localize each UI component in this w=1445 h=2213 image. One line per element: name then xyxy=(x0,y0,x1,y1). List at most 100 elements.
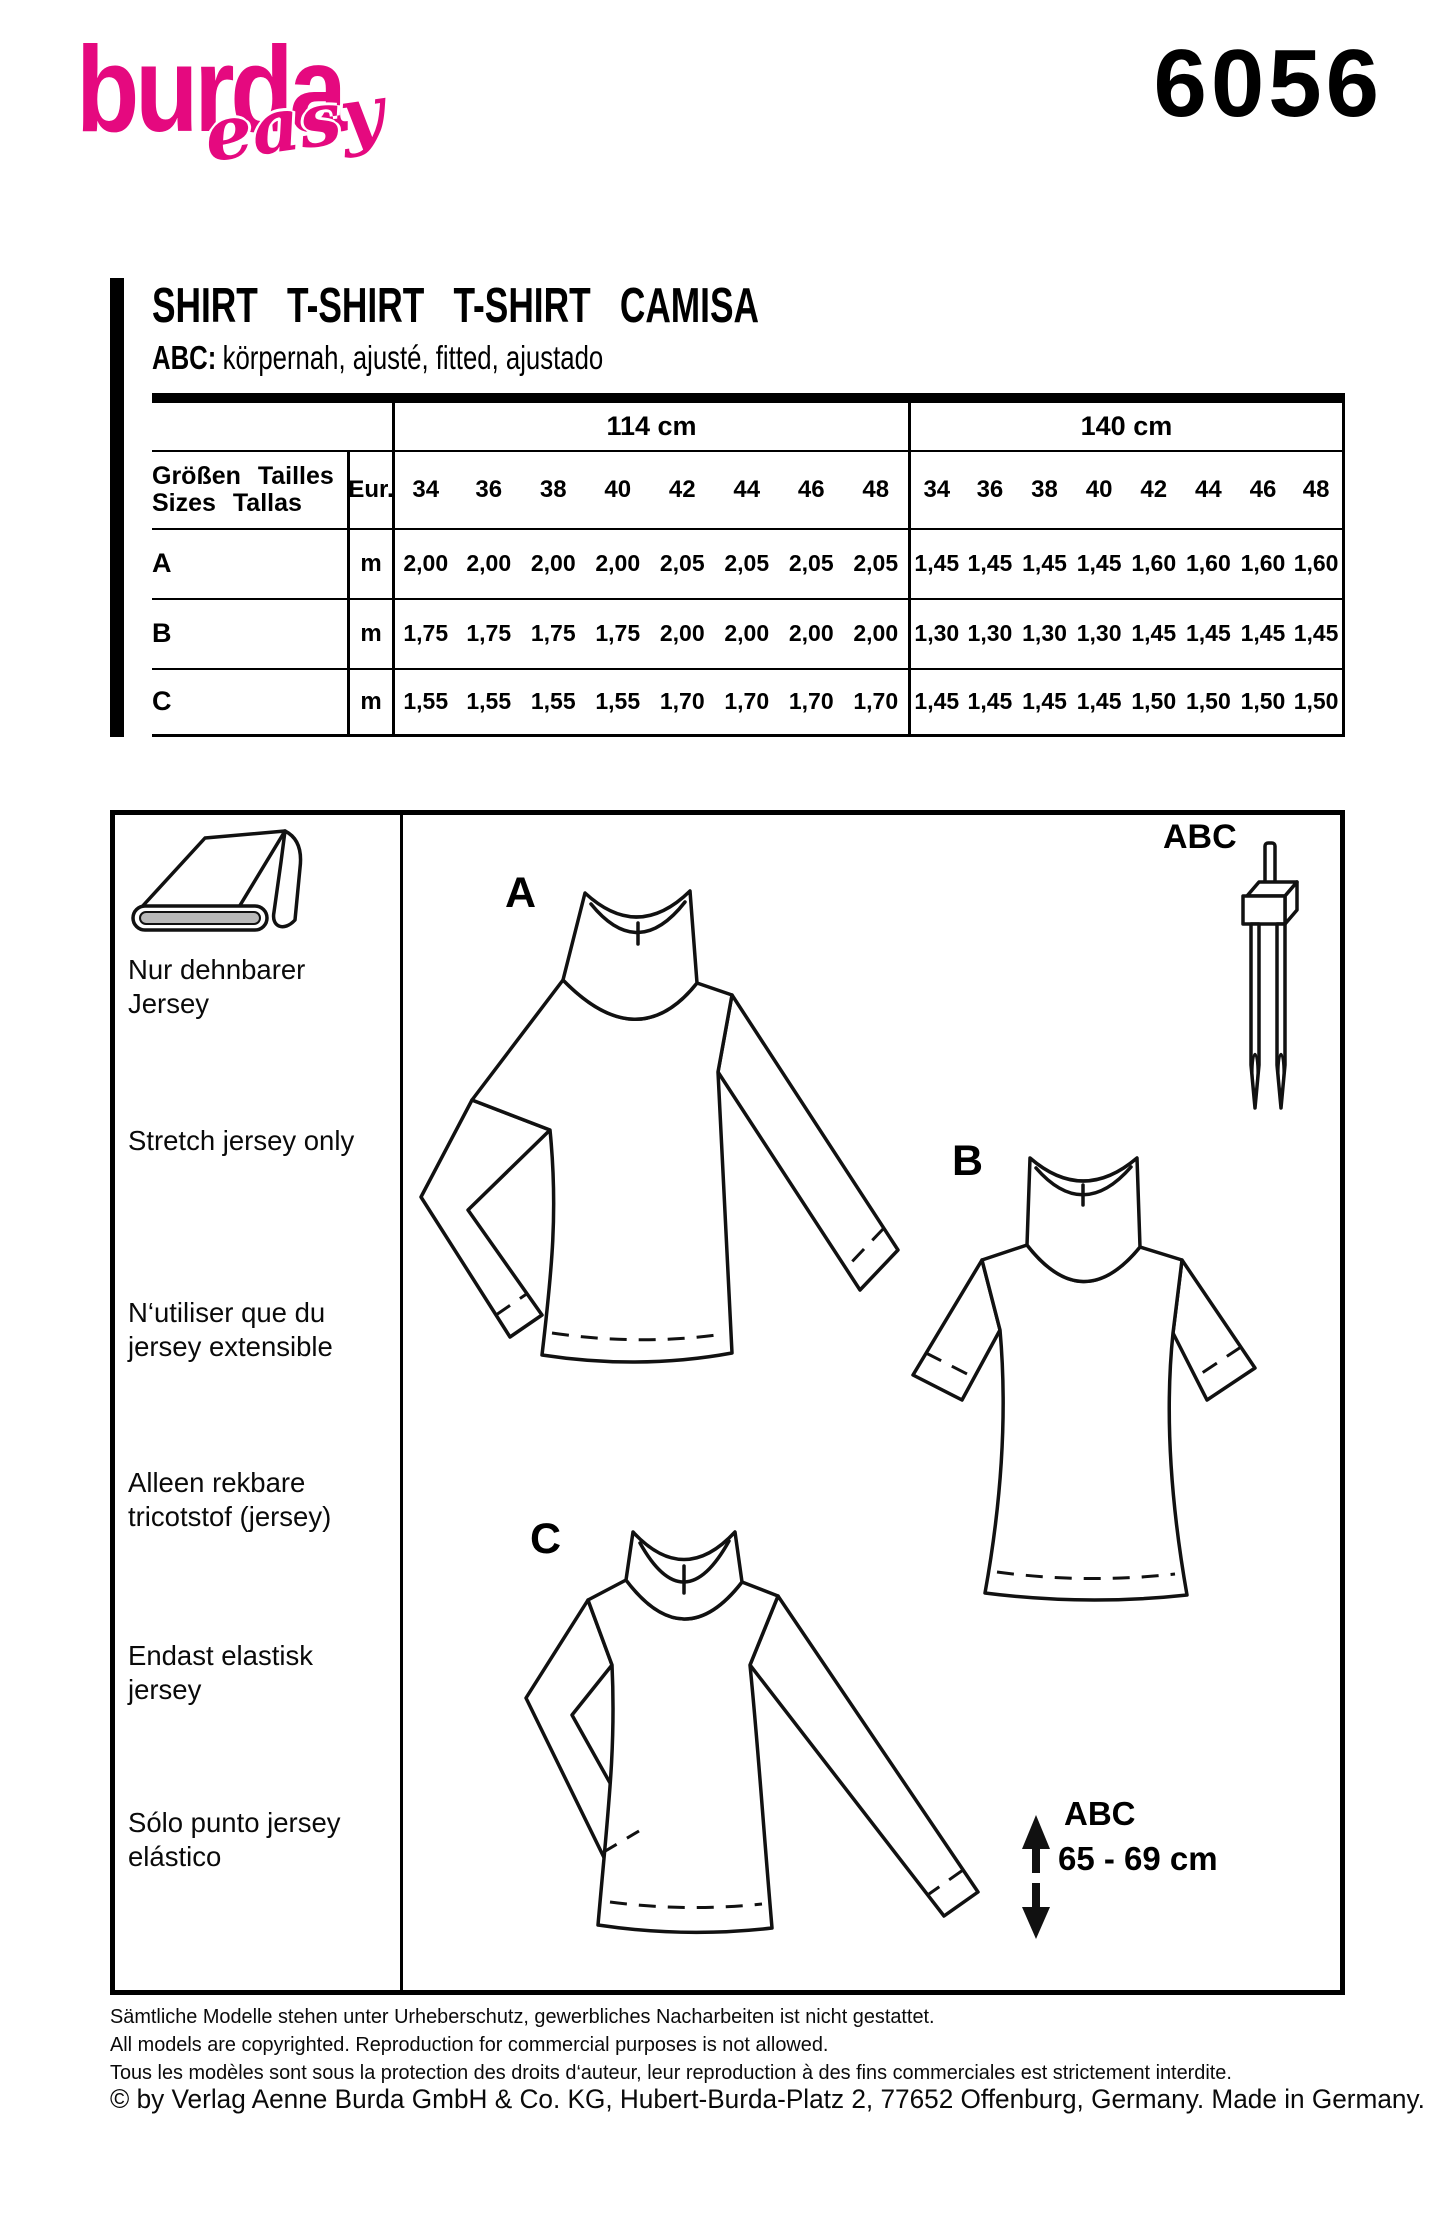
garment-a-drawing xyxy=(419,889,900,1364)
view-row-label: B xyxy=(152,600,347,670)
size-header-cell: 38 xyxy=(521,452,586,530)
size-header-cell: 40 xyxy=(1071,452,1127,530)
size-header-cell: 36 xyxy=(962,452,1018,530)
yardage-cell: 1,60 xyxy=(1126,530,1182,600)
yardage-cell: 1,45 xyxy=(1235,600,1291,670)
illustration-box xyxy=(110,810,1345,1995)
sizes-row-header-line1: Größen Tailles xyxy=(152,461,334,490)
garment-length-value: 65 - 69 cm xyxy=(1058,1840,1218,1877)
fit-views-prefix: ABC: xyxy=(152,339,217,376)
view-c-label: C xyxy=(530,1515,562,1563)
size-header-cell: 46 xyxy=(779,452,844,530)
title-accent-bar xyxy=(110,278,124,737)
fabric-column-divider xyxy=(400,810,403,1995)
table-top-bar xyxy=(152,393,1345,403)
yardage-cell: 1,75 xyxy=(392,600,457,670)
fit-description-text: körpernah, ajusté, fitted, ajustado xyxy=(222,339,604,376)
yardage-cell: 2,05 xyxy=(779,530,844,600)
yardage-cell: 1,50 xyxy=(1126,670,1182,737)
yardage-cell: 1,45 xyxy=(1290,600,1345,670)
yardage-cell: 1,45 xyxy=(1126,600,1182,670)
garment-b-drawing xyxy=(911,1156,1257,1602)
unit-cell: m xyxy=(347,670,392,737)
yardage-cell: 2,05 xyxy=(843,530,908,600)
yardage-cell: 1,30 xyxy=(1017,600,1072,670)
size-header-cell: 40 xyxy=(585,452,650,530)
publisher-copyright: © by Verlag Aenne Burda GmbH & Co. KG, H… xyxy=(110,2084,1425,2114)
yardage-cell: 2,00 xyxy=(392,530,457,600)
yardage-cell: 1,45 xyxy=(1181,600,1236,670)
yardage-cell: 1,70 xyxy=(714,670,779,737)
yardage-cell: 1,50 xyxy=(1290,670,1345,737)
yardage-cell: 1,70 xyxy=(843,670,908,737)
fabric-width-header: 114 cm xyxy=(392,403,908,452)
size-header-cell: 44 xyxy=(714,452,779,530)
sizes-row-header: Größen Tailles Sizes Tallas xyxy=(152,452,347,530)
view-row-label: A xyxy=(152,530,347,600)
yardage-cell: 1,30 xyxy=(908,600,963,670)
copyright-note-en: All models are copyrighted. Reproduction… xyxy=(110,2033,829,2056)
yardage-cell: 1,60 xyxy=(1181,530,1236,600)
yardage-cell: 1,45 xyxy=(962,670,1018,737)
yardage-cell: 1,55 xyxy=(521,670,586,737)
fabric-roll-icon xyxy=(131,829,303,932)
yardage-cell: 1,75 xyxy=(585,600,650,670)
yardage-cell: 1,45 xyxy=(1017,530,1072,600)
garment-c-drawing xyxy=(524,1530,980,1935)
view-row-label: C xyxy=(152,670,347,737)
garment-drawings xyxy=(419,889,1257,1935)
fabric-note-en: Stretch jersey only xyxy=(128,1125,355,1156)
copyright-note-de: Sämtliche Modelle stehen unter Urhebersc… xyxy=(110,2005,935,2028)
yardage-cell: 1,30 xyxy=(1071,600,1127,670)
yardage-cell: 1,60 xyxy=(1290,530,1345,600)
fabric-requirements-table: 114 cm 140 cm Größen Tailles Sizes Talla… xyxy=(152,393,1345,737)
yardage-cell: 1,45 xyxy=(962,530,1018,600)
yardage-cell: 1,55 xyxy=(392,670,457,737)
unit-header-cell: Eur. xyxy=(347,452,394,530)
yardage-cell: 2,05 xyxy=(714,530,779,600)
yardage-cell: 1,45 xyxy=(1071,670,1127,737)
size-header-cell: 46 xyxy=(1235,452,1291,530)
table-corner-cell xyxy=(152,403,392,452)
unit-cell: m xyxy=(347,600,392,670)
unit-cell: m xyxy=(347,530,392,600)
yardage-cell: 1,50 xyxy=(1181,670,1236,737)
size-header-cell: 36 xyxy=(456,452,521,530)
burda-logo-text: burda xyxy=(76,21,347,157)
twin-needle-icon xyxy=(1241,841,1299,1110)
yardage-cell: 1,55 xyxy=(585,670,650,737)
yardage-cell: 2,00 xyxy=(521,530,586,600)
yardage-cell: 2,00 xyxy=(779,600,844,670)
yardage-cell: 2,05 xyxy=(650,530,715,600)
fabric-note-es: Sólo punto jersey elástico xyxy=(128,1807,341,1873)
yardage-cell: 1,45 xyxy=(1017,670,1072,737)
easy-logo-text: easy xyxy=(199,69,390,180)
yardage-cell: 2,00 xyxy=(585,530,650,600)
yardage-cell: 1,55 xyxy=(456,670,521,737)
yardage-cell: 1,45 xyxy=(1071,530,1127,600)
page-title: SHIRT T-SHIRT T-SHIRT CAMISA xyxy=(152,279,760,333)
yardage-cell: 1,70 xyxy=(650,670,715,737)
yardage-cell: 1,75 xyxy=(521,600,586,670)
size-header-cell: 34 xyxy=(908,452,963,530)
twin-needle-views-label: ABC xyxy=(1163,818,1237,856)
yardage-cell: 2,00 xyxy=(650,600,715,670)
fabric-note-de: Nur dehnbarer Jersey xyxy=(128,954,306,1020)
size-header-cell: 48 xyxy=(843,452,908,530)
yardage-cell: 1,70 xyxy=(779,670,844,737)
fabric-width-header: 140 cm xyxy=(908,403,1345,452)
size-header-cell: 38 xyxy=(1017,452,1072,530)
sizes-row-header-line2: Sizes Tallas xyxy=(152,489,302,517)
yardage-cell: 2,00 xyxy=(714,600,779,670)
yardage-cell: 2,00 xyxy=(456,530,521,600)
copyright-note-fr: Tous les modèles sont sous la protection… xyxy=(110,2061,1232,2084)
double-arrow-icon xyxy=(1022,1815,1050,1939)
view-a-label: A xyxy=(505,869,537,917)
fabric-note-fr: N‘utiliser que du jersey extensible xyxy=(128,1297,333,1363)
size-header-cell: 42 xyxy=(650,452,715,530)
size-header-cell: 48 xyxy=(1290,452,1345,530)
yardage-cell: 1,30 xyxy=(962,600,1018,670)
yardage-cell: 1,60 xyxy=(1235,530,1291,600)
yardage-cell: 1,50 xyxy=(1235,670,1291,737)
